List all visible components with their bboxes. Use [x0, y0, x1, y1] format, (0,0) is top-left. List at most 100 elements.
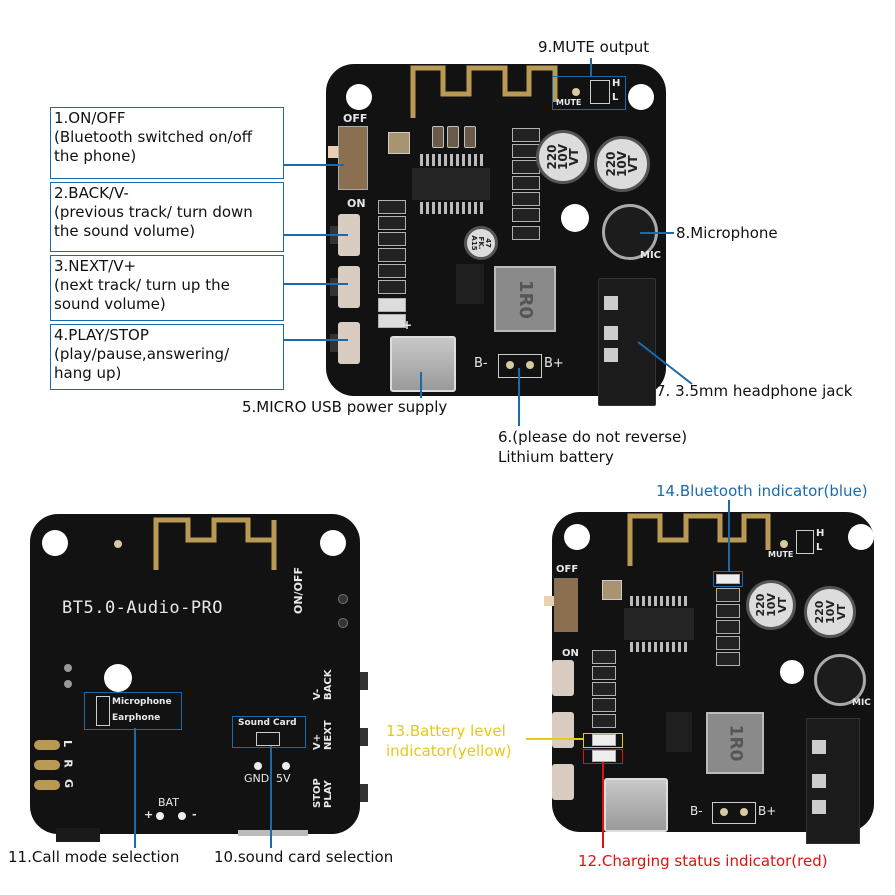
antenna-trace: [410, 65, 558, 118]
silk-mute: MUTE: [556, 98, 582, 107]
resistor: [592, 714, 616, 728]
mounting-hole: [848, 524, 874, 550]
leader-line-9: [590, 58, 592, 76]
indicator-battery-pads: [712, 802, 756, 824]
back-jack-body: [56, 828, 100, 842]
callout-text: sound volume): [54, 295, 166, 313]
silk-sound-card: Sound Card: [238, 718, 297, 728]
mounting-hole: [104, 664, 132, 692]
label-mute-output: 9.MUTE output: [538, 38, 650, 56]
headphone-jack[interactable]: [598, 278, 656, 406]
indicator-main-ic: [624, 608, 694, 640]
leader-line-12: [602, 762, 604, 848]
indicator-back-button[interactable]: [552, 660, 574, 696]
leader-line-4: [284, 339, 348, 341]
via: [114, 540, 122, 548]
indicator-play-button[interactable]: [552, 764, 574, 800]
jack-pad: [604, 296, 618, 310]
back-side-button: [360, 672, 368, 690]
callout-text: hang up): [54, 364, 122, 382]
bat-minus-pad: [178, 812, 186, 820]
indicator-ic-pins: [630, 642, 690, 652]
next-button[interactable]: [338, 266, 360, 308]
label-microphone: 8.Microphone: [676, 224, 778, 242]
indicator-switch-knob[interactable]: [544, 596, 554, 606]
resistor: [378, 264, 406, 278]
lrg-pad: [34, 780, 60, 790]
callout-text: (next track/ turn up the: [54, 276, 230, 294]
resistor: [592, 682, 616, 696]
resistor: [378, 216, 406, 230]
silk-l: L: [61, 739, 75, 748]
pad: [64, 664, 72, 672]
mounting-hole: [564, 524, 590, 550]
smd-cap: [447, 126, 459, 148]
bat-plus-pad: [156, 812, 164, 820]
callout-title: 1.ON/OFF: [54, 109, 126, 127]
silk-l: L: [816, 542, 823, 553]
leader-line-11: [134, 728, 136, 848]
resistor: [512, 176, 540, 190]
silk-b-minus: B-: [474, 356, 488, 371]
back-side-button: [360, 728, 368, 746]
jack-pad: [812, 740, 826, 754]
callout-text: (play/pause,answering/: [54, 345, 230, 363]
sound-card-highlight: [232, 716, 306, 748]
inductor-code: 1R0: [514, 279, 536, 319]
power-switch[interactable]: [338, 126, 368, 190]
callout-text: (Bluetooth switched on/off: [54, 128, 253, 146]
silk-microphone: Microphone: [112, 697, 172, 707]
resistor: [716, 652, 740, 666]
silk-play: STOP PLAY: [312, 778, 334, 808]
leader-line-8: [640, 232, 674, 234]
smd-cap: [464, 126, 476, 148]
back-button[interactable]: [338, 214, 360, 256]
callout-text: the phone): [54, 147, 137, 165]
play-button[interactable]: [338, 322, 360, 364]
5v-pad: [282, 762, 290, 770]
indicator-micro-usb[interactable]: [604, 778, 668, 832]
battery-plus-pad: [740, 808, 748, 816]
resistor: [378, 232, 406, 246]
mounting-hole: [561, 204, 589, 232]
resistor: [592, 666, 616, 680]
callout-text: (previous track/ turn down: [54, 203, 253, 221]
battery-led-highlight: [583, 733, 623, 748]
silk-mute: MUTE: [768, 550, 794, 559]
indicator-charge-ic: [666, 712, 692, 752]
call-mode-jumper: [96, 696, 110, 726]
capacitor: 220 10V VT: [536, 130, 590, 184]
label-battery-warning: 6.(please do not reverse): [498, 428, 688, 446]
mounting-hole: [346, 84, 372, 110]
silk-5v: 5V: [276, 772, 291, 785]
power-switch-knob[interactable]: [328, 146, 338, 158]
lrg-pad: [34, 740, 60, 750]
pad: [338, 594, 348, 604]
micro-usb-port[interactable]: [390, 336, 456, 392]
indicator-crystal: [602, 580, 622, 600]
silk-on: ON: [347, 197, 366, 210]
indicator-next-button[interactable]: [552, 712, 574, 748]
silk-plus: +: [402, 318, 413, 332]
leader-line-6: [518, 368, 520, 426]
resistor: [716, 588, 740, 602]
indicator-power-switch[interactable]: [554, 578, 578, 632]
resistor: [512, 192, 540, 206]
silk-b-plus: B+: [758, 804, 777, 818]
next-button-cap: [330, 278, 338, 296]
lrg-pad: [34, 760, 60, 770]
resistor: [716, 620, 740, 634]
resistor: [512, 226, 540, 240]
silk-bat-plus: +: [144, 808, 154, 821]
resistor: [512, 208, 540, 222]
jack-pad: [812, 774, 826, 788]
indicator-ic-pins: [630, 596, 690, 606]
leader-line-5: [420, 372, 422, 398]
resistor: [378, 200, 406, 214]
callout-title: 3.NEXT/V+: [54, 257, 137, 275]
resistor: [378, 248, 406, 262]
silk-back: V- BACK: [312, 669, 334, 700]
indicator-microphone: [814, 654, 866, 706]
callout-next: 3.NEXT/V+ (next track/ turn up the sound…: [50, 255, 284, 321]
call-mode-highlight: [84, 692, 182, 730]
